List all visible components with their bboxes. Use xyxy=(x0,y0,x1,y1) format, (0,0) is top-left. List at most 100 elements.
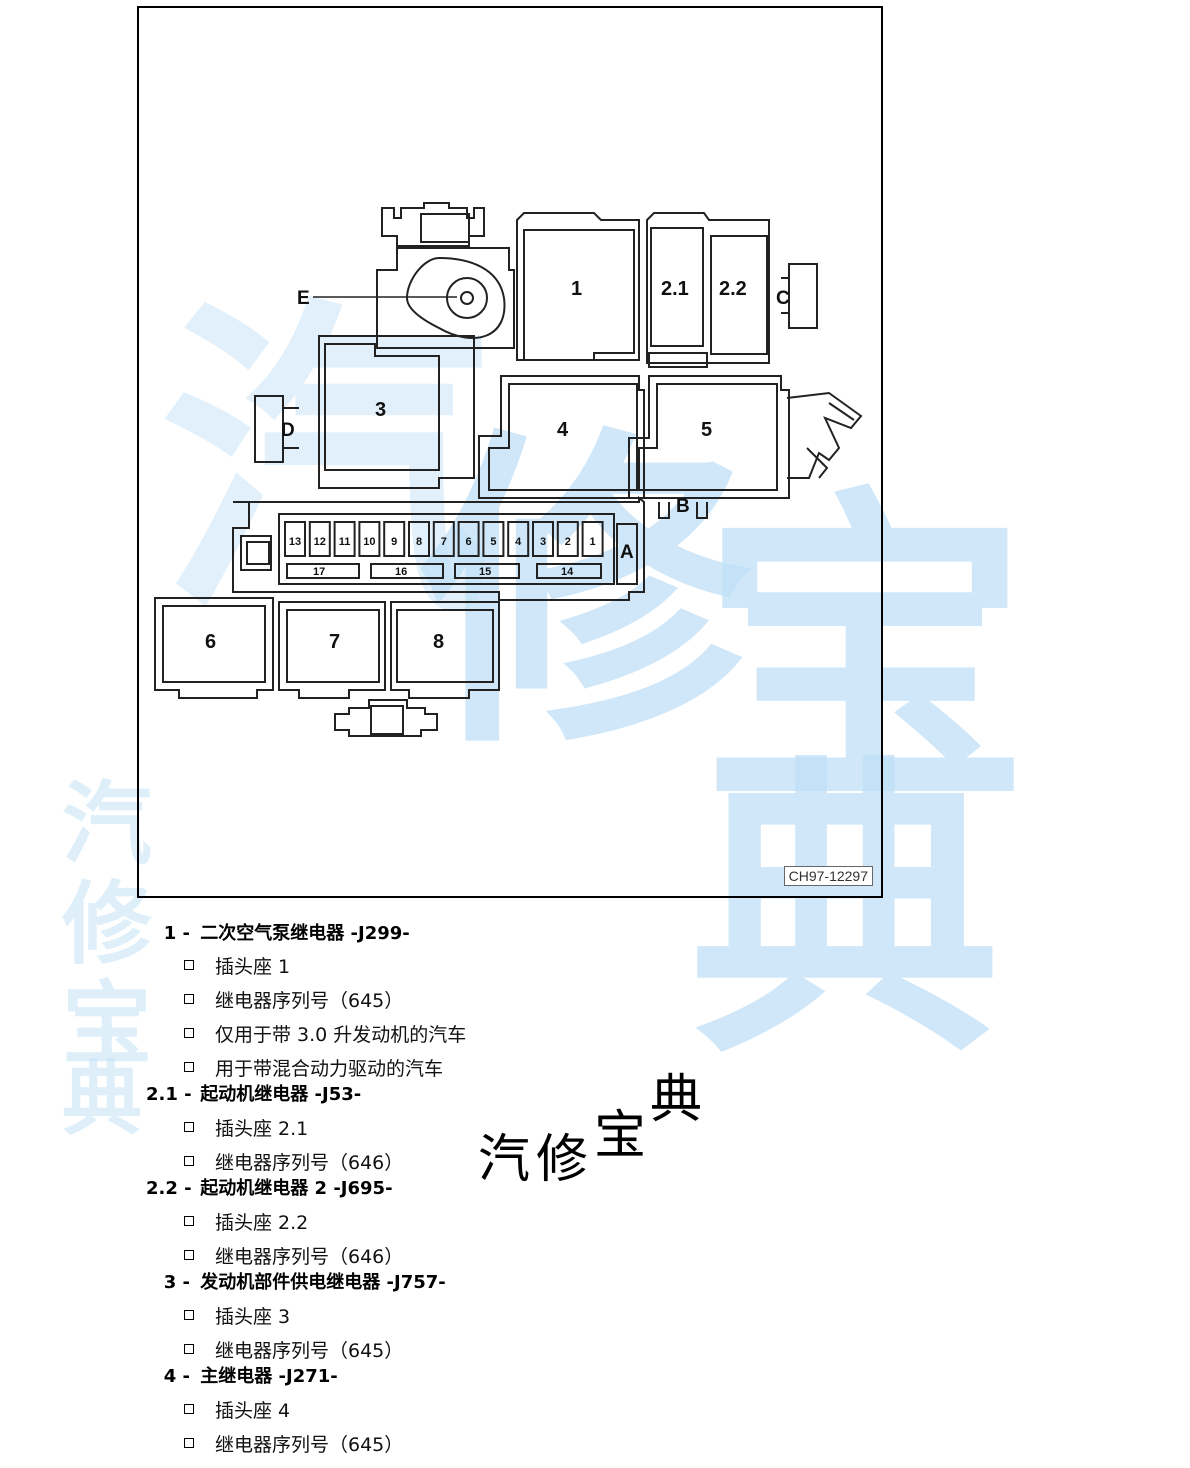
fuse-slot xyxy=(308,521,331,557)
fuse-label-1: 1 xyxy=(590,536,596,548)
legend-item-number: 2.1 - xyxy=(146,1084,192,1105)
legend-subitem: 仅用于带 3.0 升发动机的汽车 xyxy=(184,1020,466,1047)
legend-item-heading: 2.2 - 起动机继电器 2 -J695- xyxy=(146,1174,393,1200)
subitem-text: 插头座 4 xyxy=(215,1400,291,1422)
fuse-label-4: 4 xyxy=(515,536,522,548)
label-B: B xyxy=(676,496,690,517)
legend-item-heading: 3 - 发动机部件供电继电器 -J757- xyxy=(150,1268,446,1294)
subitem-text: 继电器序列号（645） xyxy=(215,1340,404,1362)
relay-label-3: 3 xyxy=(375,399,386,421)
brand-char: 典 xyxy=(650,1070,703,1130)
legend-subitem: 继电器序列号（645） xyxy=(184,986,403,1013)
subitem-text: 插头座 3 xyxy=(215,1306,291,1328)
fuse-slot xyxy=(432,521,455,557)
bullet-box-icon xyxy=(184,1438,194,1448)
legend-item-title: 起动机继电器 -J53- xyxy=(200,1084,362,1105)
fuse-label-8: 8 xyxy=(416,536,422,548)
subitem-text: 用于带混合动力驱动的汽车 xyxy=(215,1058,444,1080)
fuse-label-5: 5 xyxy=(490,536,496,548)
watermark-char: 典 xyxy=(62,1053,142,1146)
fuse-slot xyxy=(556,521,579,557)
legend-item-number: 4 - xyxy=(163,1366,190,1387)
subitem-text: 继电器序列号（645） xyxy=(215,1434,404,1456)
brand-char: 修 xyxy=(536,1130,589,1190)
relay-label-5: 5 xyxy=(701,419,712,441)
fuse-label-7: 7 xyxy=(441,536,447,548)
fuse-slot xyxy=(507,521,530,557)
label-E: E xyxy=(297,288,310,309)
bullet-box-icon xyxy=(184,1156,194,1166)
legend-subitem: 继电器序列号（646） xyxy=(184,1148,403,1175)
subitem-text: 继电器序列号（646） xyxy=(215,1246,404,1268)
subitem-text: 仅用于带 3.0 升发动机的汽车 xyxy=(215,1024,467,1046)
fuse-label-14: 14 xyxy=(561,566,574,578)
relay-label-7: 7 xyxy=(329,631,340,653)
bullet-box-icon xyxy=(184,1310,194,1320)
legend-subitem: 继电器序列号（645） xyxy=(184,1430,403,1457)
legend-subitem: 继电器序列号（645） xyxy=(184,1336,403,1363)
legend-subitem: 用于带混合动力驱动的汽车 xyxy=(184,1054,443,1081)
fuse-slot xyxy=(383,521,406,557)
fuse-label-16: 16 xyxy=(395,566,407,578)
fuse-label-12: 12 xyxy=(314,536,326,548)
label-D: D xyxy=(281,420,295,441)
fuse-slot xyxy=(333,521,356,557)
bullet-box-icon xyxy=(184,1062,194,1072)
legend-subitem: 插头座 2.1 xyxy=(184,1114,308,1141)
fuse-slot xyxy=(532,521,554,557)
bullet-box-icon xyxy=(184,994,194,1004)
subitem-text: 插头座 1 xyxy=(215,956,291,978)
fuse-label-3: 3 xyxy=(540,536,546,548)
legend-item-number: 3 - xyxy=(163,1272,190,1293)
relay-label-2-2: 2.2 xyxy=(719,278,747,300)
brand-char: 汽 xyxy=(478,1130,531,1190)
watermark-char: 宝 xyxy=(62,972,152,1077)
bullet-box-icon xyxy=(184,1122,194,1132)
fuse-label-13: 13 xyxy=(289,536,301,548)
bullet-box-icon xyxy=(184,1404,194,1414)
brand-char: 宝 xyxy=(594,1106,647,1166)
legend-item-title: 二次空气泵继电器 -J299- xyxy=(200,923,410,944)
legend-item-title: 主继电器 -J271- xyxy=(200,1366,338,1387)
fuse-slot xyxy=(457,521,480,557)
bullet-box-icon xyxy=(184,1344,194,1354)
legend-subitem: 插头座 1 xyxy=(184,952,290,979)
fuse-slot xyxy=(581,521,604,557)
bullet-box-icon xyxy=(184,1216,194,1226)
label-A: A xyxy=(620,542,634,563)
label-C: C xyxy=(776,288,790,309)
fuse-label-2: 2 xyxy=(565,536,571,548)
fuse-slot xyxy=(482,521,505,557)
legend-item-title: 起动机继电器 2 -J695- xyxy=(200,1178,393,1199)
legend-item-title: 发动机部件供电继电器 -J757- xyxy=(200,1272,446,1293)
bullet-box-icon xyxy=(184,1250,194,1260)
subitem-text: 继电器序列号（646） xyxy=(215,1152,404,1174)
fuse-label-9: 9 xyxy=(391,536,397,548)
relay-label-1: 1 xyxy=(571,278,582,300)
fuse-slot xyxy=(284,521,306,557)
legend-item-number: 2.2 - xyxy=(146,1178,192,1199)
legend-item-heading: 4 - 主继电器 -J271- xyxy=(150,1362,338,1388)
fuse-slot xyxy=(408,521,430,557)
legend-subitem: 插头座 4 xyxy=(184,1396,290,1423)
legend-item-number: 1 - xyxy=(163,923,190,944)
relay-label-8: 8 xyxy=(433,631,444,653)
relay-label-4: 4 xyxy=(557,419,569,441)
fuse-label-10: 10 xyxy=(363,536,375,548)
relay-label-2-1: 2.1 xyxy=(661,278,689,300)
figure-id: CH97-12297 xyxy=(783,866,873,886)
fuse-label-11: 11 xyxy=(339,536,351,548)
fuse-label-6: 6 xyxy=(466,536,472,548)
subitem-text: 继电器序列号（645） xyxy=(215,990,404,1012)
bullet-box-icon xyxy=(184,960,194,970)
bullet-box-icon xyxy=(184,1028,194,1038)
legend-subitem: 插头座 3 xyxy=(184,1302,290,1329)
fuse-label-15: 15 xyxy=(479,566,491,578)
legend-subitem: 插头座 2.2 xyxy=(184,1208,308,1235)
brand-logo: 汽 修 宝 典 xyxy=(478,1072,718,1202)
fuse-label-17: 17 xyxy=(313,566,325,578)
subitem-text: 插头座 2.1 xyxy=(215,1118,309,1140)
relay-label-6: 6 xyxy=(205,631,216,653)
